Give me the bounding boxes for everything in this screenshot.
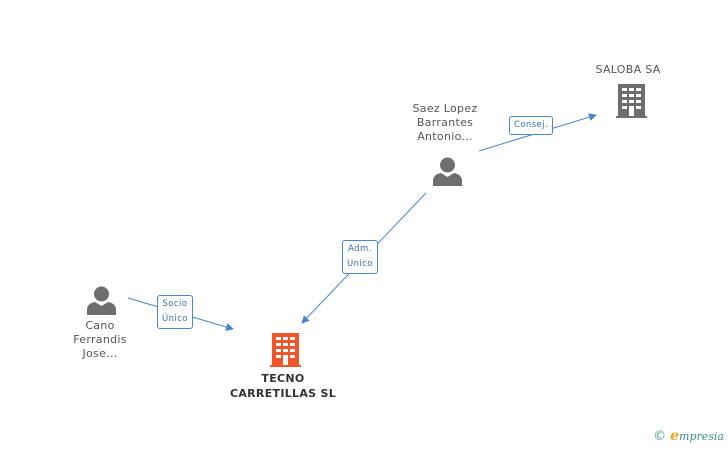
tecno-line-1[interactable]: TECNO bbox=[261, 372, 305, 385]
saez-line-3[interactable]: Antonio... bbox=[417, 130, 473, 143]
saez-line-2[interactable]: Barrantes bbox=[416, 116, 474, 129]
brand-logo-e: e bbox=[670, 428, 680, 444]
cano-line-1[interactable]: Cano bbox=[85, 319, 115, 332]
edge-label-socio-unico: Socio Único bbox=[157, 295, 193, 329]
saez-line-1[interactable]: Saez Lopez bbox=[412, 102, 478, 115]
node-label-cano[interactable]: Cano Ferrandis Jose... bbox=[50, 319, 150, 361]
copyright-icon: © bbox=[653, 428, 667, 444]
person-icon[interactable] bbox=[87, 286, 116, 319]
building-icon[interactable] bbox=[616, 84, 647, 122]
person-icon[interactable] bbox=[433, 157, 462, 190]
node-label-tecno[interactable]: TECNO CARRETILLAS SL bbox=[213, 371, 353, 401]
saloba-name[interactable]: SALOBA SA bbox=[595, 63, 661, 76]
main-company-building-icon[interactable] bbox=[270, 333, 301, 371]
edge-adm-line-2: Unico bbox=[347, 259, 373, 269]
edge-socio-line-2: Único bbox=[162, 314, 188, 324]
node-label-saloba[interactable]: SALOBA SA bbox=[578, 63, 678, 77]
brand-logo-text: mpresia bbox=[679, 430, 724, 443]
cano-line-3[interactable]: Jose... bbox=[82, 347, 118, 360]
edge-adm-line-1: Adm. bbox=[348, 244, 372, 254]
edge-label-consej: Consej. bbox=[509, 116, 554, 135]
cano-line-2[interactable]: Ferrandis bbox=[73, 333, 127, 346]
node-label-saez[interactable]: Saez Lopez Barrantes Antonio... bbox=[395, 102, 495, 144]
edge-socio-line-1: Socio bbox=[162, 299, 188, 309]
edge-consej-text: Consej. bbox=[514, 120, 549, 130]
brand-logo[interactable]: empresia bbox=[670, 428, 724, 444]
tecno-line-2[interactable]: CARRETILLAS SL bbox=[229, 387, 337, 400]
edge-label-adm-unico: Adm. Unico bbox=[342, 240, 378, 274]
brand-watermark[interactable]: © empresia bbox=[653, 428, 724, 444]
